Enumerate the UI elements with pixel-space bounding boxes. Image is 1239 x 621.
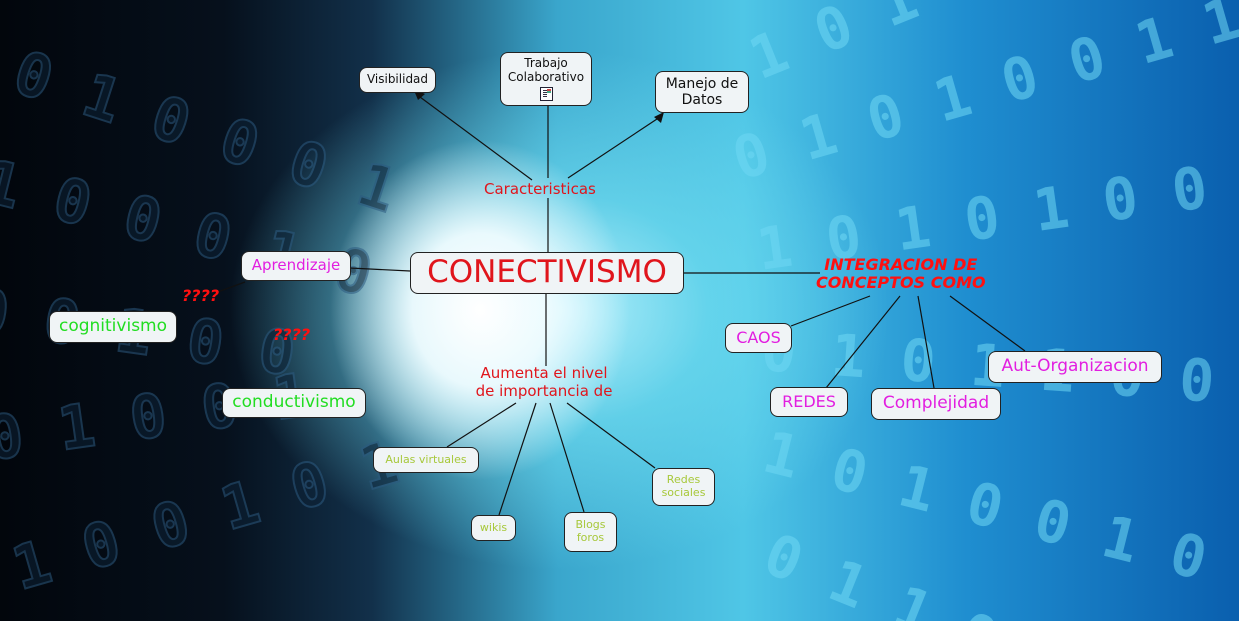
node-caos[interactable]: CAOS	[725, 323, 792, 353]
node-aut-organizacion-label: Aut-Organizacion	[1001, 356, 1149, 377]
node-aulas-virtuales[interactable]: Aulas virtuales	[373, 447, 479, 473]
node-redes-sociales-line2: sociales	[661, 486, 706, 499]
question-marks-1: ????	[182, 286, 220, 305]
document-icon[interactable]	[539, 86, 553, 101]
node-trabajo-colaborativo[interactable]: Trabajo Colaborativo	[500, 52, 592, 106]
node-blogs-foros[interactable]: Blogs foros	[564, 512, 617, 552]
linking-phrase-integracion-line2: CONCEPTOS COMO	[816, 273, 986, 293]
linking-phrase-aumenta-line2: de importancia de	[475, 382, 613, 400]
node-caos-label: CAOS	[736, 327, 781, 347]
node-redes-sociales-line1: Redes	[666, 473, 701, 487]
node-aprendizaje[interactable]: Aprendizaje	[241, 251, 351, 281]
node-aulas-label: Aulas virtuales	[385, 452, 467, 466]
node-blogs-line2: foros	[576, 531, 605, 544]
node-complejidad-label: Complejidad	[882, 393, 990, 414]
node-manejo-line2: Datos	[681, 92, 723, 108]
node-aut-organizacion[interactable]: Aut-Organizacion	[988, 351, 1162, 383]
node-manejo-line1: Manejo de	[665, 75, 739, 92]
node-redes-sociales[interactable]: Redes sociales	[652, 468, 715, 506]
node-conductivismo-label: conductivismo	[232, 392, 356, 413]
question-marks-2: ????	[273, 325, 311, 344]
linking-phrase-integracion-line1: INTEGRACION DE	[824, 255, 978, 274]
central-concept-conectivismo[interactable]: CONECTIVISMO	[410, 252, 684, 294]
node-redes[interactable]: REDES	[770, 387, 848, 417]
linking-phrase-caracteristicas: Caracteristicas	[484, 180, 596, 198]
central-concept-label: CONECTIVISMO	[427, 254, 667, 291]
node-manejo-de-datos[interactable]: Manejo de Datos	[655, 71, 749, 113]
node-cognitivismo-label: cognitivismo	[58, 316, 168, 337]
node-blogs-line1: Blogs	[575, 518, 606, 532]
node-wikis-label: wikis	[479, 520, 508, 534]
node-wikis[interactable]: wikis	[471, 515, 516, 541]
node-trabajo-line1: Trabajo	[524, 56, 568, 70]
linking-phrase-aumenta-line1: Aumenta el nivel	[480, 364, 608, 382]
node-trabajo-line2: Colaborativo	[507, 69, 585, 84]
linking-phrase-integracion: INTEGRACION DE CONCEPTOS COMO	[816, 255, 986, 293]
node-cognitivismo[interactable]: cognitivismo	[49, 311, 177, 343]
node-redes-label: REDES	[782, 391, 836, 411]
node-conductivismo[interactable]: conductivismo	[222, 388, 366, 418]
linking-phrase-aumenta: Aumenta el nivel de importancia de	[466, 364, 622, 400]
node-complejidad[interactable]: Complejidad	[871, 388, 1001, 420]
node-aprendizaje-label: Aprendizaje	[251, 256, 341, 275]
node-visibilidad[interactable]: Visibilidad	[359, 67, 436, 93]
node-visibilidad-label: Visibilidad	[366, 72, 429, 87]
